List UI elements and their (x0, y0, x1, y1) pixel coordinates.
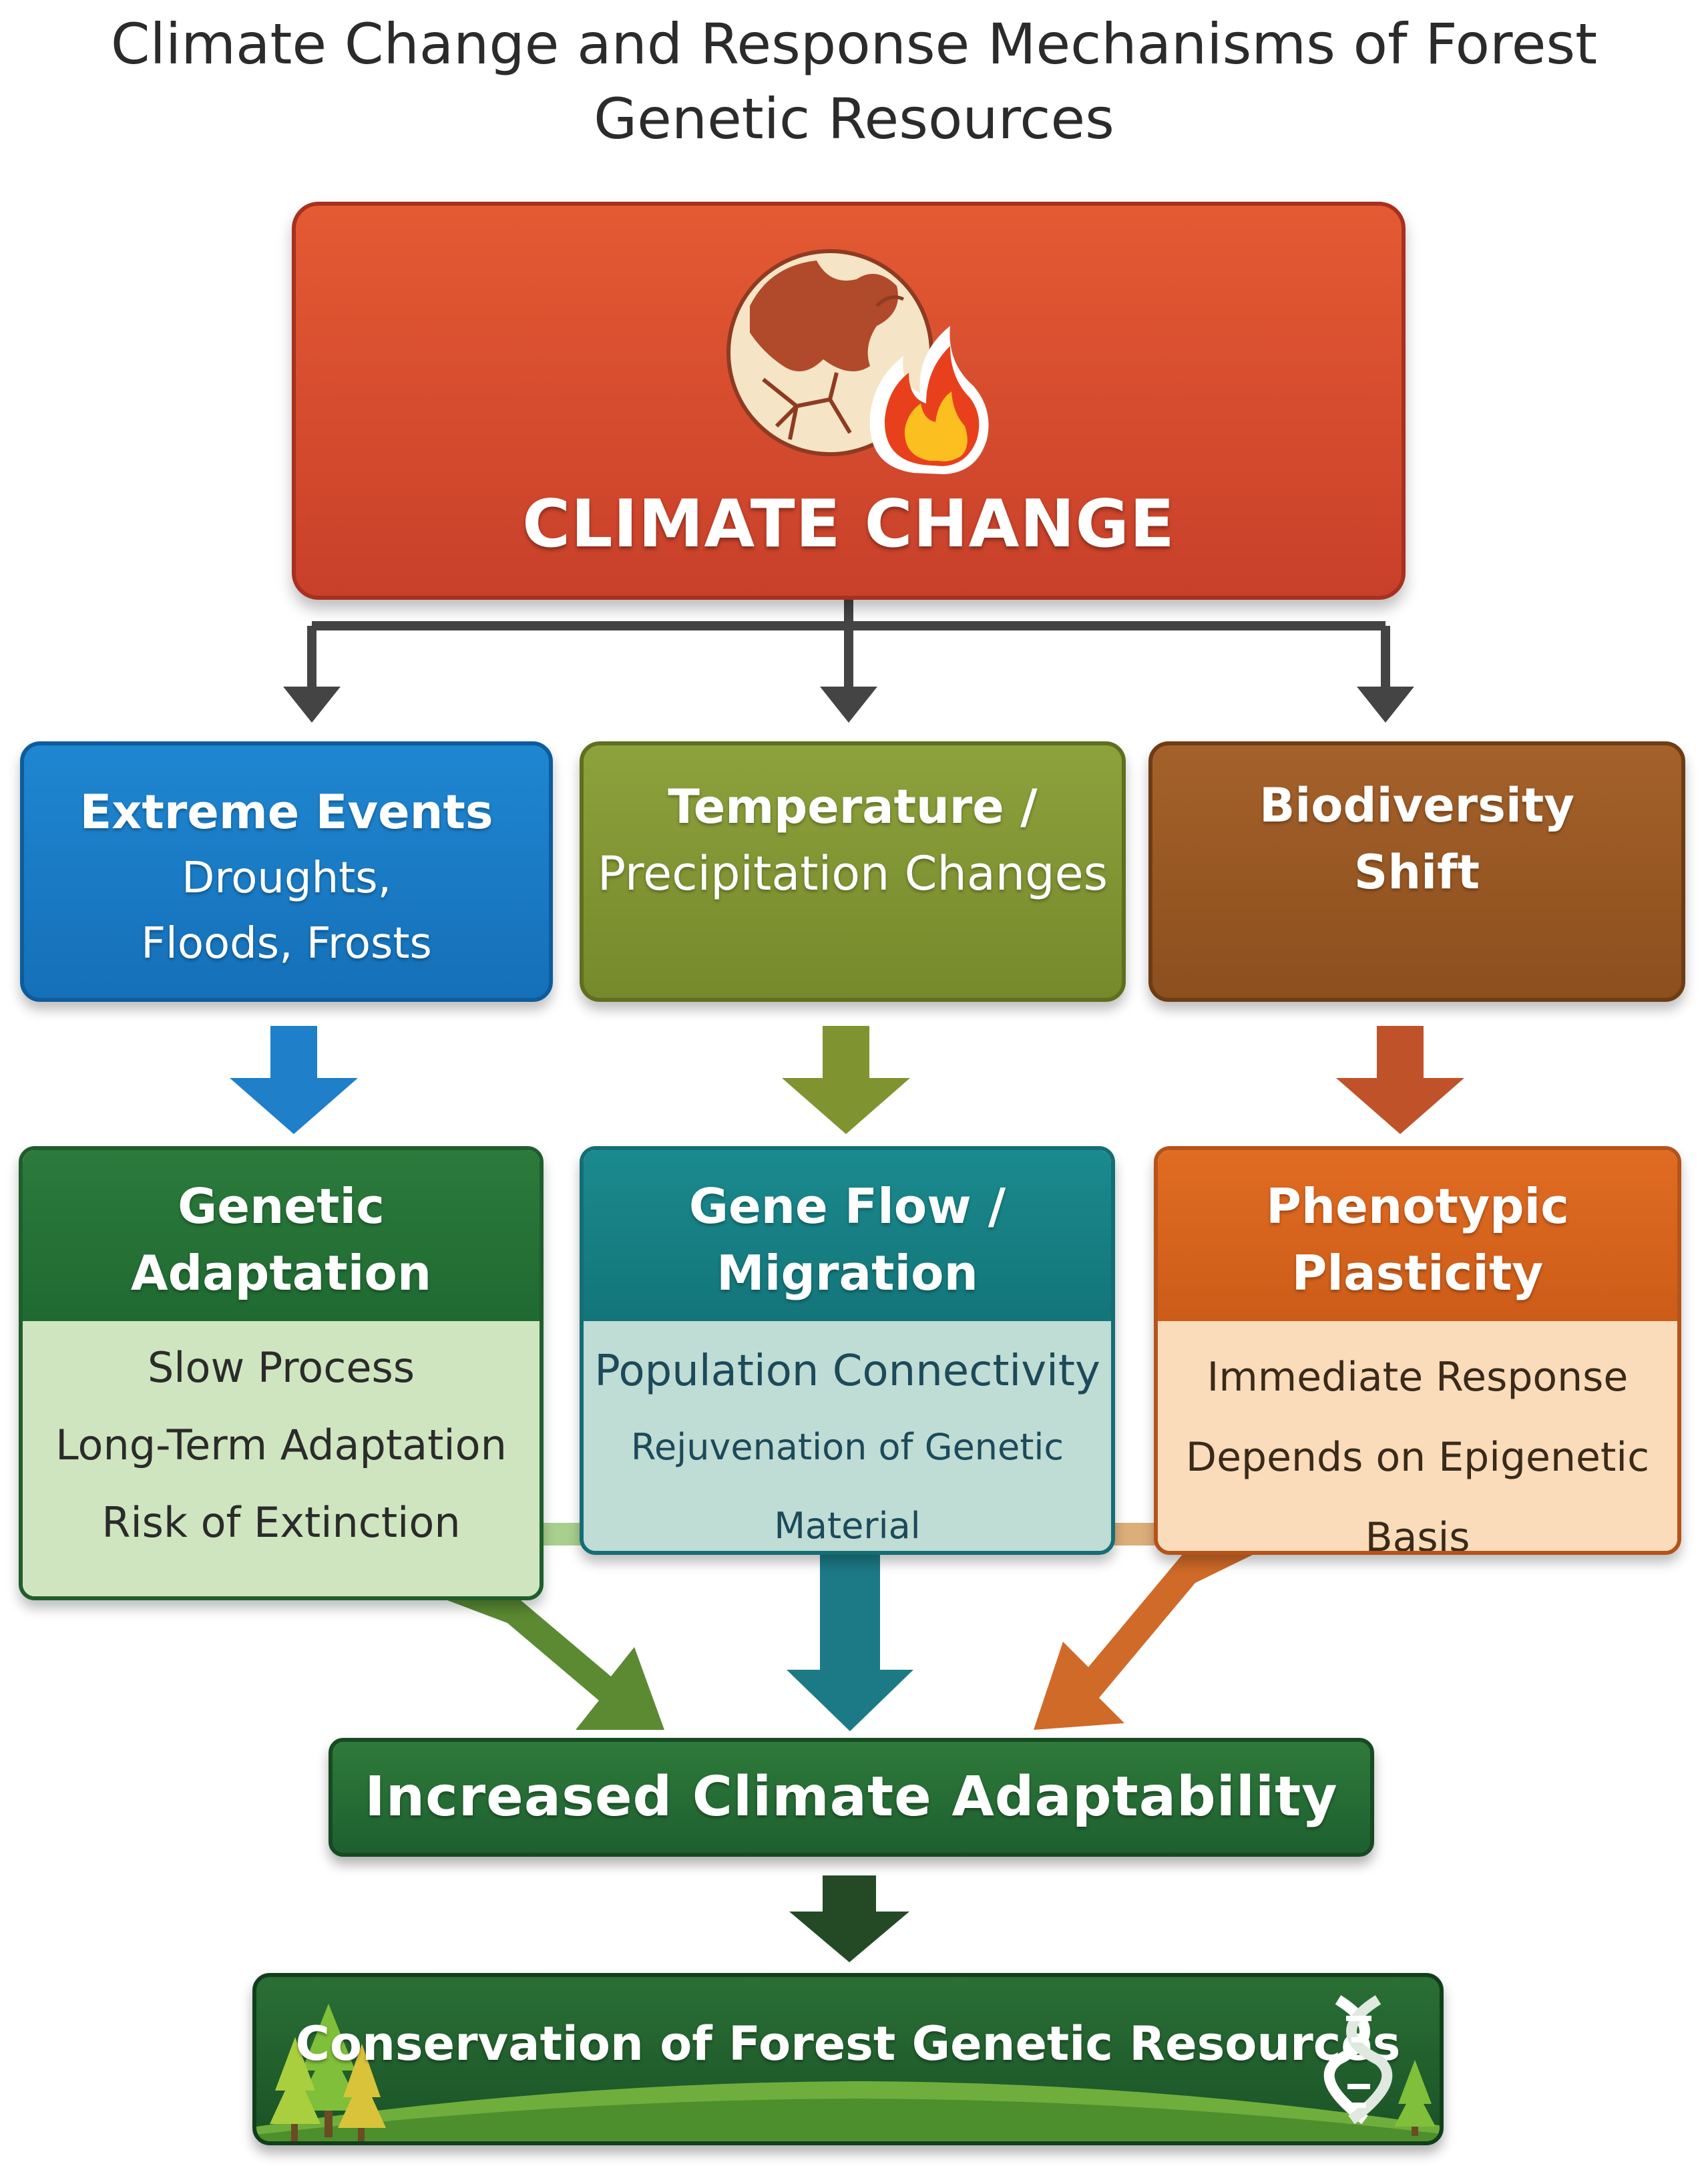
mechanism-title: Gene Flow / (688, 1178, 1006, 1234)
mechanism-title: Adaptation (130, 1245, 432, 1301)
driver-title: Shift (1353, 845, 1480, 900)
mechanism-line: Rejuvenation of Genetic Material (630, 1426, 1064, 1547)
mechanism-line: Immediate Response (1207, 1354, 1629, 1401)
driver-title: Temperature / (668, 779, 1038, 834)
pine-tree-icon (1394, 2060, 1436, 2136)
mechanism-title: Phenotypic (1266, 1178, 1569, 1234)
mechanism-title: Plasticity (1291, 1245, 1544, 1301)
goal-box: Conservation of Forest Genetic Resources (252, 1973, 1444, 2145)
arrow-to-temperature (820, 687, 877, 723)
teal-down-arrow (787, 1554, 913, 1731)
mechanism-body: Immediate Response Depends on Epigenetic… (1158, 1321, 1677, 1555)
page-title: Climate Change and Response Mechanisms o… (0, 7, 1708, 156)
link-gene-pheno (1114, 1523, 1156, 1546)
mechanism-body: Slow Process Long-Term Adaptation Risk o… (23, 1321, 540, 1596)
driver-extreme-events: Extreme Events Droughts, Floods, Frosts (20, 741, 553, 1002)
orange-diagonal-arrow (1034, 1554, 1255, 1730)
driver-title: Extreme Events (79, 785, 493, 840)
climate-change-box: CLIMATE CHANGE (292, 202, 1406, 600)
mechanism-phenotypic-plasticity: Phenotypic Plasticity Immediate Response… (1154, 1146, 1681, 1555)
pine-trees-icon (270, 2004, 386, 2141)
mechanism-title: Migration (716, 1245, 978, 1301)
outcome-label: Increased Climate Adaptability (365, 1765, 1338, 1829)
cracked-earth-globe-icon (726, 249, 989, 474)
mechanism-line: Risk of Extinction (101, 1498, 461, 1547)
mechanism-line: Slow Process (147, 1343, 415, 1392)
mechanism-line: Population Connectivity (594, 1346, 1100, 1396)
mechanism-body: Population Connectivity Rejuvenation of … (584, 1321, 1111, 1551)
driver-title: Biodiversity (1259, 778, 1574, 833)
blue-down-arrow (230, 1026, 358, 1134)
driver-line: Floods, Frosts (141, 919, 432, 968)
olive-down-arrow (782, 1026, 910, 1134)
mechanism-header: Genetic Adaptation (23, 1150, 540, 1321)
mechanism-gene-flow-migration: Gene Flow / Migration Population Connect… (580, 1146, 1115, 1555)
dark-green-down-arrow (789, 1875, 909, 1962)
mechanism-line: Depends on Epigenetic Basis (1185, 1434, 1650, 1555)
arrow-to-extreme-events (283, 687, 341, 723)
driver-biodiversity-shift: Biodiversity Shift (1148, 741, 1685, 1002)
mechanism-line: Long-Term Adaptation (55, 1421, 507, 1469)
outcome-box: Increased Climate Adaptability (329, 1738, 1374, 1857)
title-text: Climate Change and Response Mechanisms o… (110, 11, 1598, 152)
mechanism-title: Genetic (178, 1178, 385, 1234)
climate-change-label: CLIMATE CHANGE (522, 486, 1175, 562)
mechanism-header: Gene Flow / Migration (584, 1150, 1111, 1321)
dna-helix-icon (1323, 1995, 1393, 2125)
link-genetic-gene (542, 1523, 582, 1546)
climate-branch-connector (307, 600, 1390, 688)
driver-line: Droughts, (182, 854, 391, 903)
hill-decoration (256, 2081, 1440, 2141)
green-diagonal-arrow (447, 1600, 664, 1730)
arrow-to-biodiversity (1357, 687, 1414, 723)
mechanism-genetic-adaptation: Genetic Adaptation Slow Process Long-Ter… (19, 1146, 544, 1600)
rust-down-arrow (1336, 1026, 1464, 1134)
mechanism-header: Phenotypic Plasticity (1158, 1150, 1677, 1321)
driver-title: Precipitation Changes (597, 846, 1108, 901)
goal-label: Conservation of Forest Genetic Resources (295, 2016, 1401, 2071)
driver-temperature-precipitation: Temperature / Precipitation Changes (580, 741, 1126, 1002)
